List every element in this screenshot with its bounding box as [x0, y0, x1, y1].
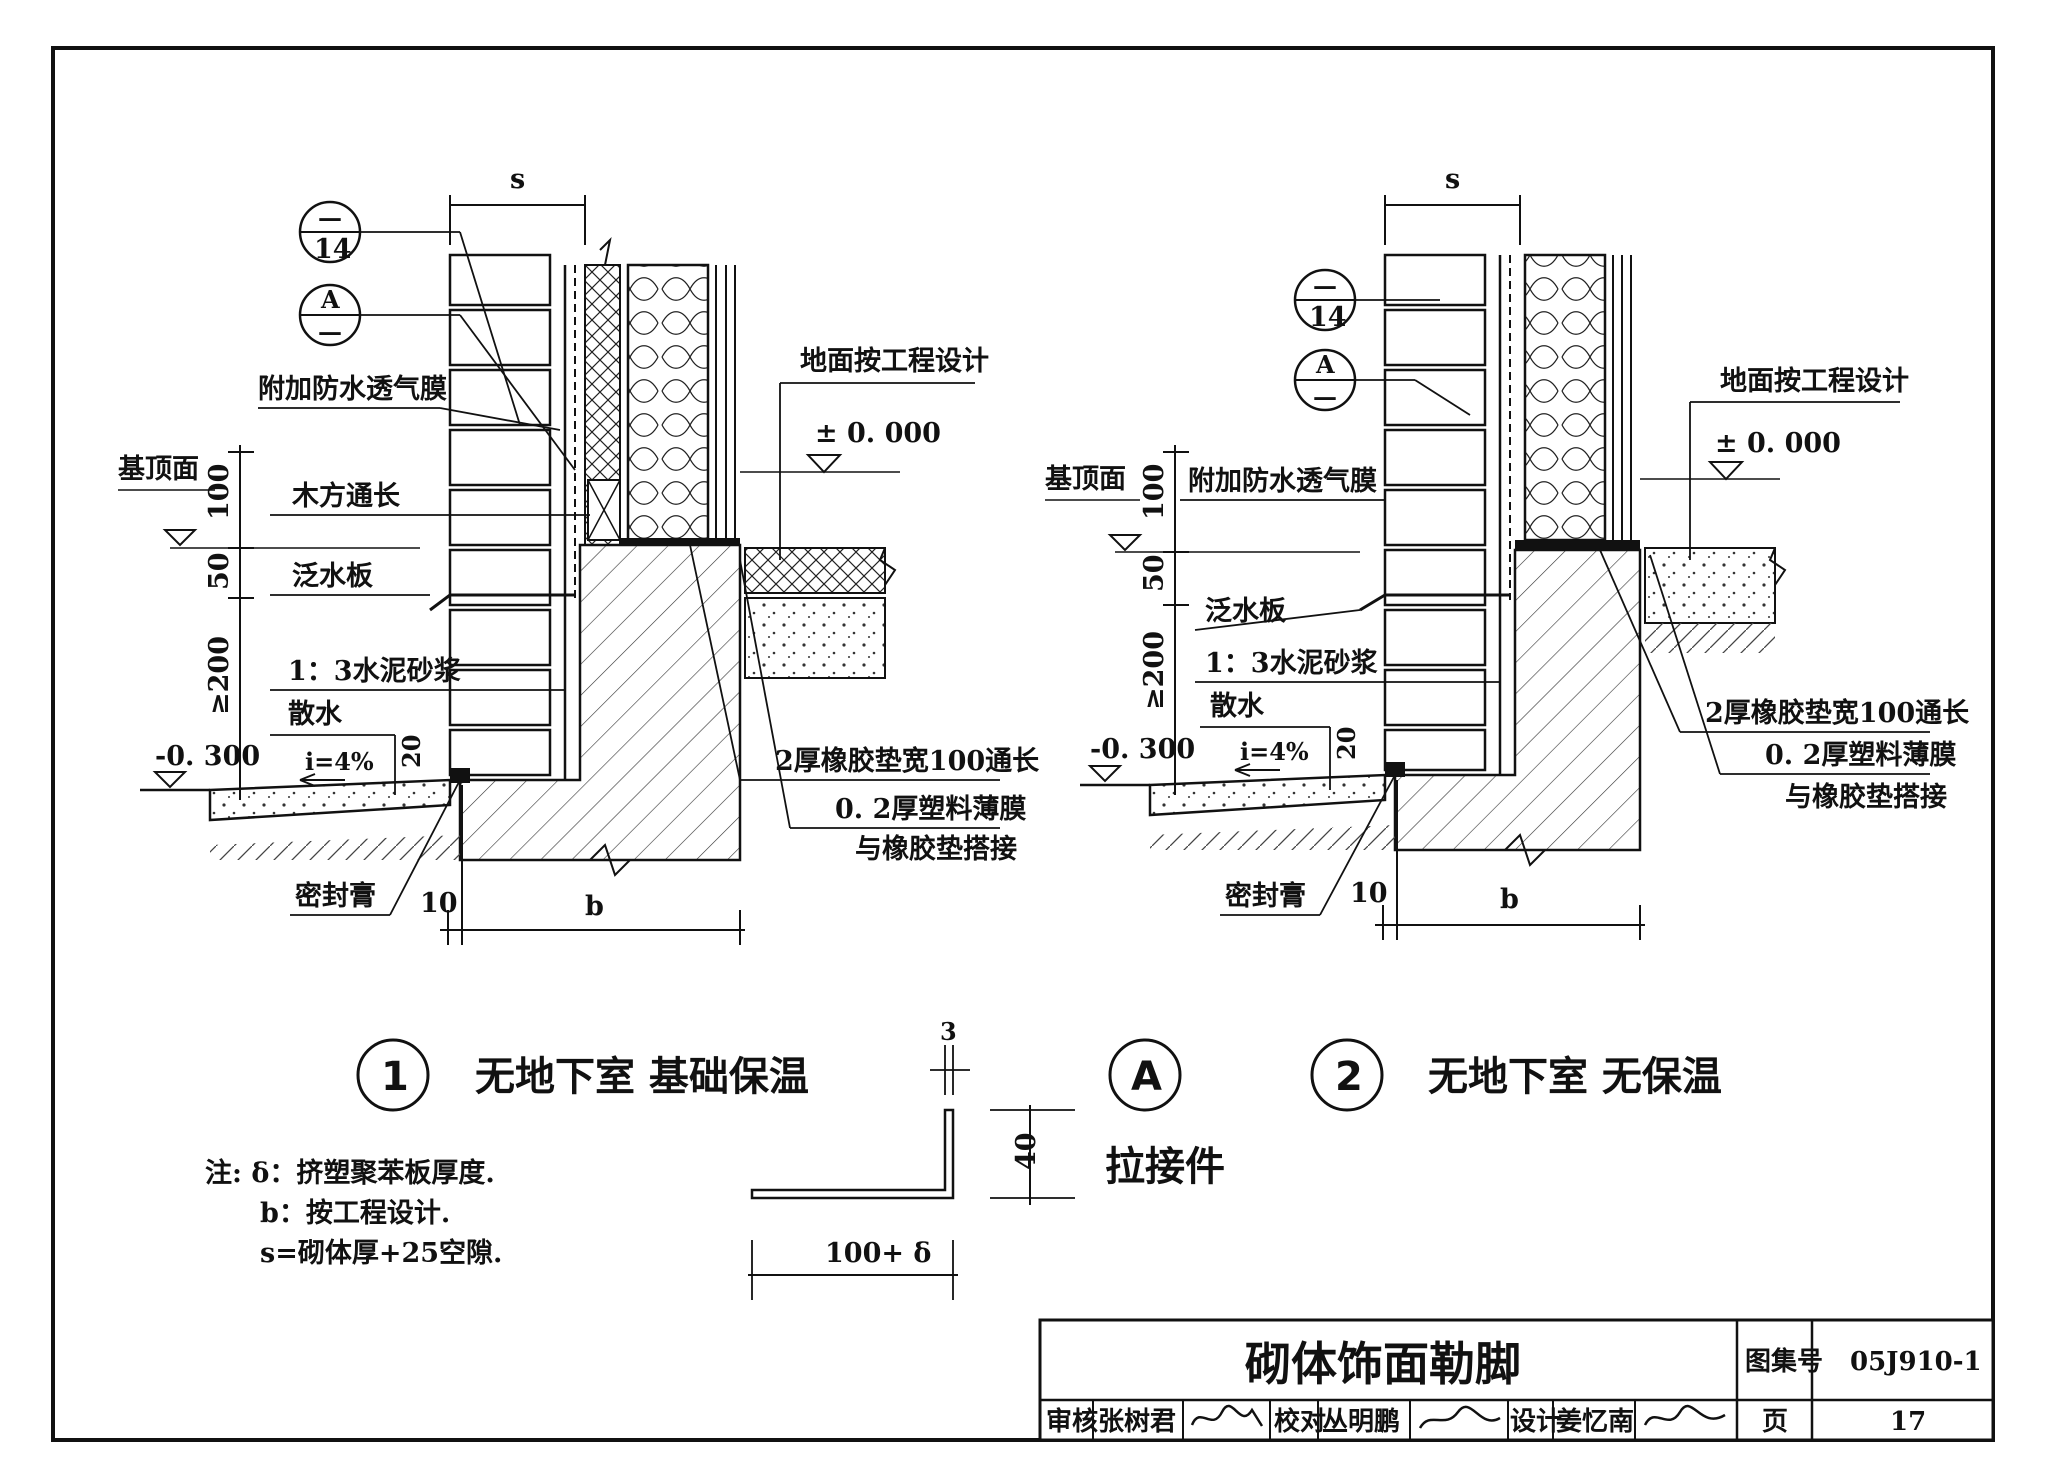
detail1-bubble-14: — 14	[298, 200, 521, 426]
caption-2: 2 无地下室 无保温	[1310, 1038, 1722, 1112]
detail2-dim-s: s	[1445, 164, 1460, 195]
atlas-label: 图集号	[1745, 1346, 1823, 1377]
atlas-number: 05J910-1	[1850, 1347, 1982, 1377]
design-label: 设计	[1510, 1407, 1562, 1437]
note-line-2: b：按工程设计.	[260, 1197, 450, 1229]
reviewer-name: 张树君	[1098, 1407, 1176, 1437]
detail2-film-label-2: 与橡胶垫搭接	[1785, 781, 1947, 813]
svg-text:A: A	[320, 285, 340, 314]
detail1-timber-label: 木方通长	[291, 480, 401, 512]
apron-slab	[1148, 773, 1387, 817]
wall-insulation	[626, 263, 710, 542]
detail1-dim-20: 20	[397, 735, 426, 768]
wall-insulation	[1523, 253, 1607, 542]
detail1-dim-b: b	[585, 891, 604, 922]
detail1-base-top-label: 基顶面	[118, 454, 199, 485]
caption-1-text: 无地下室 基础保温	[475, 1054, 809, 1100]
detail2-dim-20: 20	[1332, 727, 1361, 760]
detail1-membrane-label: 附加防水透气膜	[258, 374, 447, 405]
svg-text:—: —	[1313, 271, 1337, 300]
review-label: 审核	[1046, 1406, 1098, 1437]
detail2-dim-200: ≥200	[1139, 631, 1170, 710]
detail1-level-m300: -0. 300	[155, 741, 260, 772]
detail2-dim-10: 10	[1350, 878, 1388, 909]
soil-under-apron	[210, 835, 460, 860]
detail1-mortar-label: 1：3水泥砂浆	[288, 655, 462, 687]
detail2-slope-label: i=4%	[1240, 737, 1309, 766]
svg-text:A: A	[1315, 350, 1335, 379]
brick-veneer	[448, 253, 552, 777]
detail1-apron-label: 散水	[288, 699, 343, 730]
detail1-film-label-1: 0. 2厚塑料薄膜	[835, 794, 1026, 825]
detail1-film-label-2: 与橡胶垫搭接	[855, 833, 1017, 865]
floor-slab-concrete	[744, 597, 886, 679]
caption-1: 1 无地下室 基础保温	[356, 1038, 809, 1112]
detail1-floor-design-label: 地面按工程设计	[800, 345, 989, 377]
notes: 注: δ：挤塑聚苯板厚度. b：按工程设计. s=砌体厚+25空隙.	[205, 1157, 502, 1269]
floor-slab-concrete	[1644, 547, 1776, 624]
detail1-flashing-label: 泛水板	[292, 561, 373, 592]
designer-signature	[1643, 1404, 1726, 1426]
tie-dim-3: 3	[940, 1017, 957, 1046]
detail2-dim-b: b	[1500, 884, 1519, 915]
page-label: 页	[1762, 1407, 1788, 1437]
tie-detail: 3 40 100+ δ 拉接件	[748, 1017, 1225, 1300]
detail2-rubber-label: 2厚橡胶垫宽100通长	[1705, 697, 1970, 729]
designer-name: 姜忆南	[1556, 1406, 1634, 1437]
detail1-datum-label: ± 0. 000	[815, 418, 941, 449]
svg-text:2: 2	[1335, 1054, 1363, 1100]
checker-name: 丛明鹏	[1322, 1407, 1400, 1437]
detail2-mortar-label: 1：3水泥砂浆	[1205, 647, 1379, 679]
svg-text:14: 14	[1309, 302, 1347, 333]
sheet-border	[51, 46, 1995, 1442]
detail2-apron-label: 散水	[1210, 691, 1265, 722]
detail2-sealant-label: 密封膏	[1225, 880, 1306, 912]
detail2-base-top-label: 基顶面	[1045, 464, 1126, 495]
floor-slab-insulation	[744, 547, 886, 594]
caption-2-text: 无地下室 无保温	[1428, 1054, 1722, 1100]
detail2-bubble-A: A —	[1293, 348, 1471, 416]
detail2-dim-100: 100	[1139, 464, 1170, 520]
tie-caption: 拉接件	[1105, 1144, 1225, 1190]
svg-text:—: —	[1313, 382, 1337, 411]
tie-dim-100: 100+ δ	[825, 1238, 931, 1269]
detail1-dim-50: 50	[204, 552, 235, 590]
detail1-slope-label: i=4%	[305, 747, 374, 776]
detail2-flashing-label: 泛水板	[1205, 596, 1286, 627]
svg-text:—: —	[318, 203, 342, 232]
detail1-sealant-label: 密封膏	[295, 880, 376, 912]
detail-2: s — 14 A — 地面按工程设计 ± 0. 000 基顶面 附加防水透气膜	[1045, 164, 1970, 940]
check-label: 校对	[1274, 1406, 1326, 1437]
note-line-3: s=砌体厚+25空隙.	[260, 1237, 502, 1269]
detail2-membrane-label: 附加防水透气膜	[1188, 466, 1377, 497]
detail2-floor-design-label: 地面按工程设计	[1720, 365, 1909, 397]
checker-signature	[1418, 1405, 1501, 1429]
detail2-bubble-14: — 14	[1293, 268, 1440, 333]
drawing-title: 砌体饰面勒脚	[1245, 1337, 1521, 1391]
svg-text:A: A	[1131, 1054, 1162, 1100]
svg-text:14: 14	[314, 234, 352, 265]
brick-veneer	[1383, 253, 1487, 772]
detail1-bubble-A: A —	[298, 283, 576, 471]
title-block: 砌体饰面勒脚 图集号 05J910-1 审核 张树君 校对 丛明鹏 设计 姜忆南…	[1038, 1318, 1995, 1442]
svg-text:1: 1	[381, 1054, 409, 1100]
page-number: 17	[1890, 1407, 1926, 1437]
detail-1: s — 14 A — 附加防水透气膜 地面按工程设计 ± 0. 000 基顶面	[118, 164, 1040, 945]
detail2-dim-50: 50	[1139, 554, 1170, 592]
reviewer-signature	[1190, 1404, 1264, 1427]
detail1-rubber-label: 2厚橡胶垫宽100通长	[775, 745, 1040, 777]
apron-slab	[208, 778, 452, 822]
detail2-datum-label: ± 0. 000	[1715, 428, 1841, 459]
tie-dim-40: 40	[1011, 1132, 1042, 1170]
note-line-1: 注: δ：挤塑聚苯板厚度.	[205, 1157, 495, 1189]
detail1-dim-s: s	[510, 164, 525, 195]
detail1-dim-10: 10	[420, 888, 458, 919]
detail2-level-m300: -0. 300	[1090, 734, 1195, 765]
caption-A: A	[1108, 1038, 1182, 1112]
detail1-dim-200: ≥200	[204, 636, 235, 715]
detail1-dim-100: 100	[204, 464, 235, 520]
detail2-film-label-1: 0. 2厚塑料薄膜	[1765, 740, 1956, 771]
svg-text:—: —	[318, 317, 342, 346]
